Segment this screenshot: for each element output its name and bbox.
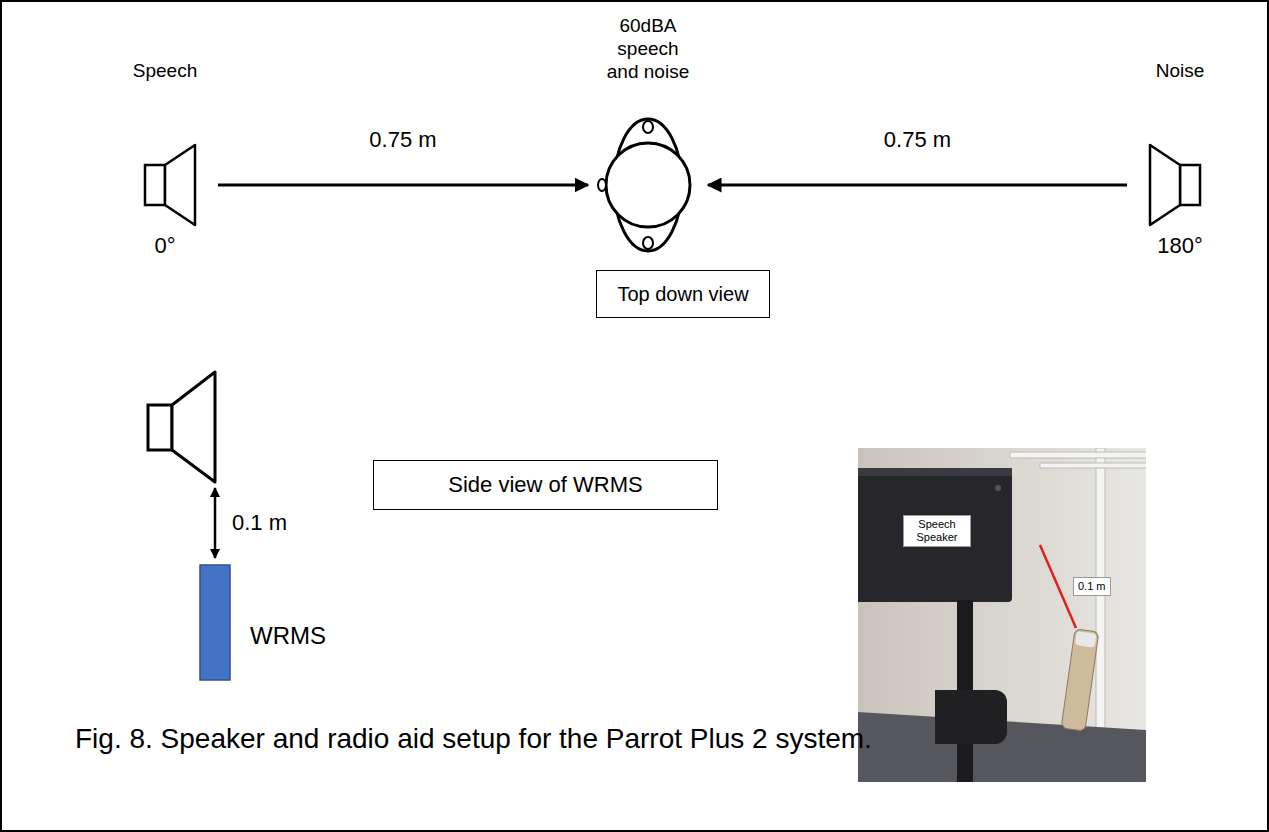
pipe xyxy=(1040,463,1146,468)
speaker-screw xyxy=(995,485,1001,491)
speaker-cone xyxy=(1150,145,1180,225)
angle-label: 180° xyxy=(1157,233,1203,259)
distance-arrow xyxy=(218,184,588,187)
speaker-cone xyxy=(165,145,195,225)
view-label: Side view of WRMS xyxy=(448,472,642,498)
photo-label: Speech Speaker xyxy=(908,518,966,544)
distance-arrow xyxy=(708,184,1127,187)
distance-label: 0.75 m xyxy=(884,127,951,153)
speaker-icon xyxy=(120,83,210,233)
head-feature xyxy=(598,179,606,191)
pipe xyxy=(1010,452,1146,458)
head xyxy=(606,143,690,227)
source-label: Noise xyxy=(1156,60,1205,83)
view-label-box: Side view of WRMS xyxy=(373,460,718,510)
noise-speaker: Noise 180° xyxy=(1135,60,1225,259)
speaker-body xyxy=(1180,165,1200,205)
source-label: Speech xyxy=(133,60,197,83)
device-label: WRMS xyxy=(250,622,326,651)
speaker-cone xyxy=(172,372,215,482)
photo-label-card: 0.1 m xyxy=(1073,577,1111,596)
head-feature xyxy=(643,121,653,133)
radio-aid xyxy=(1061,629,1099,731)
speaker-body xyxy=(145,165,165,205)
distance-label: 0.1 m xyxy=(232,510,287,536)
radio-aid-body xyxy=(1061,629,1099,731)
head-feature xyxy=(643,237,653,249)
distance-label: 0.75 m xyxy=(369,127,436,153)
speaker-top xyxy=(858,468,1012,476)
setup-photo xyxy=(858,448,1146,782)
wrms-device xyxy=(200,565,230,680)
photo-label: 0.1 m xyxy=(1078,580,1106,593)
listener-head: 60dBA speech and noise xyxy=(593,15,703,258)
distance-arrow xyxy=(214,488,217,558)
photo-label-card: Speech Speaker xyxy=(903,515,971,547)
view-label: Top down view xyxy=(617,282,748,306)
speaker-icon xyxy=(1135,83,1225,233)
stand-clamp xyxy=(935,690,1007,744)
head-icon xyxy=(593,83,703,258)
level-label: 60dBA speech and noise xyxy=(603,15,693,83)
angle-label: 0° xyxy=(154,233,175,259)
side-view-speaker xyxy=(148,372,215,482)
speaker-box xyxy=(858,468,1012,602)
distance-line xyxy=(1040,545,1076,628)
view-label-box: Top down view xyxy=(596,270,770,318)
radio-aid-mic xyxy=(1075,631,1097,648)
speaker-body xyxy=(148,405,172,450)
figure-caption: Fig. 8. Speaker and radio aid setup for … xyxy=(75,722,872,756)
speech-speaker: Speech 0° xyxy=(120,60,210,259)
